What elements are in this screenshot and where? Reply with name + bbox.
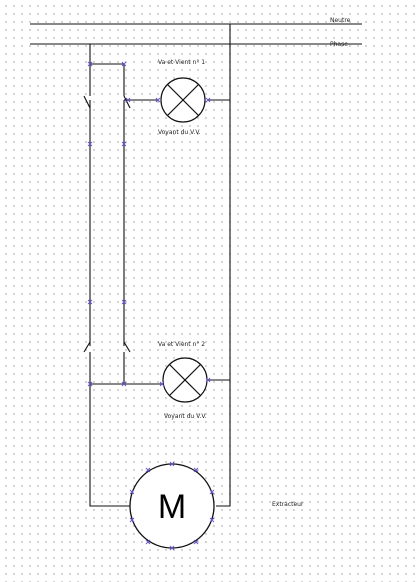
connection-markers <box>87 61 215 551</box>
connection-marker <box>209 517 215 523</box>
connection-marker <box>205 377 211 383</box>
neutral-label: Neutre <box>330 17 351 24</box>
lamp1-top-label: Va et Vient n° 1 <box>158 59 205 66</box>
connection-marker <box>169 545 175 551</box>
connection-marker <box>125 97 131 103</box>
motor-feed-wire <box>89 384 130 507</box>
connection-marker <box>205 97 211 103</box>
connection-marker <box>87 61 93 67</box>
connection-marker <box>129 489 135 495</box>
lamp2-bottom-label: Voyant du V.V. <box>164 413 207 420</box>
connection-marker <box>169 461 175 467</box>
switch2-contact-right <box>123 341 131 353</box>
connection-marker <box>121 299 127 305</box>
lamp2-top-label: Va et Vient n° 2 <box>158 341 205 348</box>
connection-marker <box>193 539 199 545</box>
neutral-return-wire <box>216 24 231 507</box>
switch1-contact-left <box>83 95 91 109</box>
connection-marker <box>87 299 93 305</box>
lamp1-indicator <box>160 77 206 123</box>
connection-marker <box>145 539 151 545</box>
motor-letter: M <box>158 488 186 526</box>
connection-marker <box>121 381 127 387</box>
connection-marker <box>155 97 161 103</box>
connection-marker <box>121 61 127 67</box>
lamp2-indicator <box>162 357 208 403</box>
connection-marker <box>209 489 215 495</box>
connection-marker <box>193 467 199 473</box>
connection-marker <box>87 141 93 147</box>
lamp1-bottom-label: Voyant du V.V. <box>158 129 201 136</box>
connection-marker <box>121 141 127 147</box>
motor-label: Extracteur <box>272 501 304 508</box>
lamp2-feed-wire <box>89 352 162 385</box>
connection-marker <box>145 467 151 473</box>
switch2-contact-left <box>83 341 91 353</box>
connection-marker <box>129 517 135 523</box>
switch1-contact-right <box>123 95 131 109</box>
phase-label: Phase <box>330 41 348 48</box>
connection-marker <box>87 381 93 387</box>
connection-marker <box>159 381 165 387</box>
